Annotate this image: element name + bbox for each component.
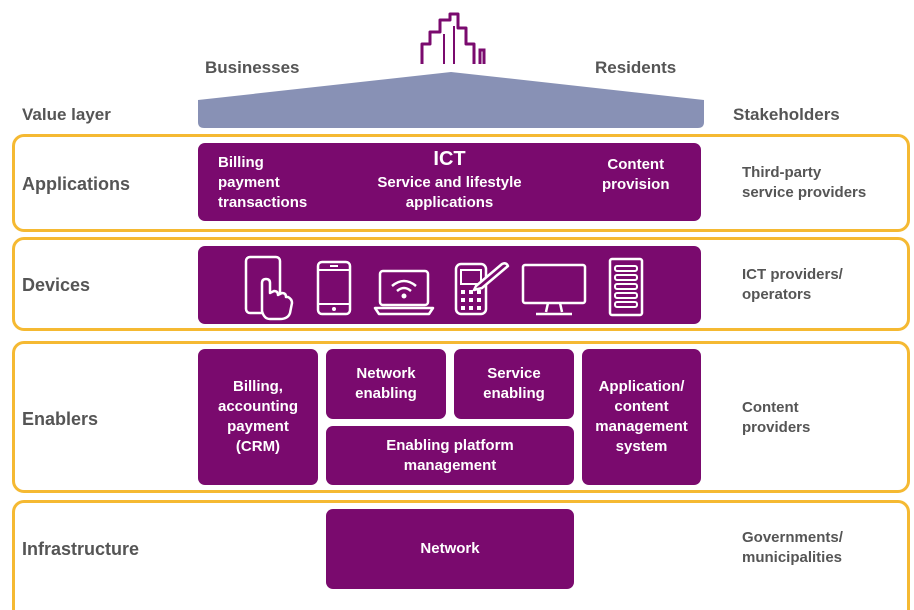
app-content-management-box: Application/ content management system xyxy=(582,349,701,485)
ict-title: ICT xyxy=(433,148,466,170)
enablers-stakeholder: Content providers xyxy=(742,399,811,436)
applications-label: Applications xyxy=(22,174,131,194)
monitor-icon xyxy=(521,263,587,316)
businesses-label: Businesses xyxy=(205,58,300,77)
city-skyline-icon xyxy=(420,12,486,64)
server-rack-icon xyxy=(608,257,644,317)
laptop-wifi-icon xyxy=(373,269,435,316)
stakeholders-heading: Stakeholders xyxy=(733,105,840,124)
infrastructure-stakeholder: Governments/ municipalities xyxy=(742,529,843,566)
service-lifestyle-text: Service and lifestyle applications xyxy=(377,174,522,211)
devices-stakeholder: ICT providers/ operators xyxy=(742,266,843,303)
billing-crm-box: Billing, accounting payment (CRM) xyxy=(198,349,318,485)
content-provision-text: Content provision xyxy=(602,156,670,193)
applications-stakeholder: Third-party service providers xyxy=(742,164,867,201)
devices-label: Devices xyxy=(22,275,91,295)
residents-label: Residents xyxy=(595,58,677,77)
value-layer-heading: Value layer xyxy=(22,105,111,124)
infrastructure-label: Infrastructure xyxy=(22,539,140,559)
enablers-label: Enablers xyxy=(22,409,99,429)
platform-management-box: Enabling platform management xyxy=(326,426,574,485)
handheld-stylus-icon xyxy=(454,262,510,316)
tablet-touch-icon xyxy=(244,255,294,321)
service-enabling-box: Service enabling xyxy=(454,349,574,419)
network-box: Network xyxy=(326,509,574,589)
roof-shape xyxy=(198,72,704,128)
smartphone-icon xyxy=(316,260,352,316)
network-enabling-box: Network enabling xyxy=(326,349,446,419)
billing-payment-text: Billing payment transactions xyxy=(218,154,308,211)
applications-box: Billing payment transactions ICT Service… xyxy=(198,143,701,221)
